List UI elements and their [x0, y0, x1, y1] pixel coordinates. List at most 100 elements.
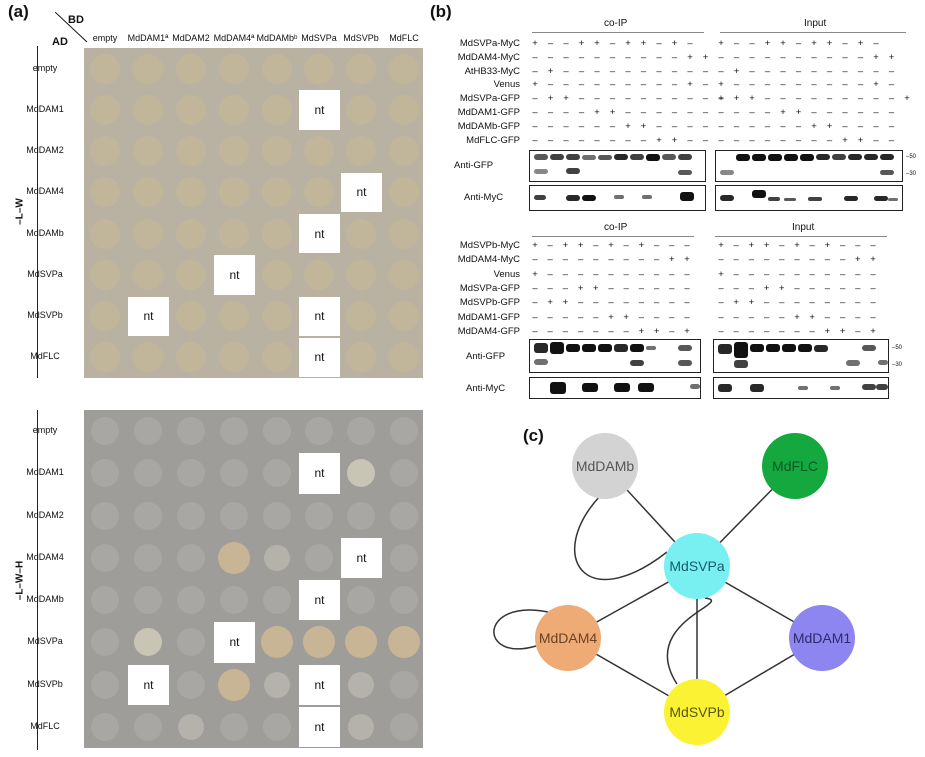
condition-sign: – — [547, 282, 553, 294]
blot-band — [680, 192, 694, 201]
condition-sign: + — [824, 325, 831, 337]
condition-sign: – — [562, 254, 569, 266]
condition-sign: + — [857, 134, 864, 146]
condition-sign: + — [811, 120, 817, 132]
condition-sign: + — [562, 240, 569, 251]
condition-sign: + — [593, 282, 599, 294]
yeast-colony — [220, 501, 248, 530]
blot-band — [614, 195, 624, 199]
yeast-colony — [390, 501, 418, 530]
condition-sign: – — [608, 282, 614, 294]
yeast-colony — [304, 259, 334, 290]
yeast-colony — [305, 417, 333, 446]
yeast-colony — [91, 586, 119, 615]
condition-sign: – — [748, 254, 755, 266]
blot-myc-input-top — [715, 185, 903, 211]
condition-sign: + — [671, 134, 678, 146]
condition-sign: – — [870, 268, 876, 280]
condition-sign: – — [625, 65, 631, 77]
condition-sign: – — [623, 297, 629, 309]
blot-band — [750, 384, 764, 392]
yeast-colony — [348, 671, 374, 698]
condition-sign: – — [577, 297, 584, 309]
anti-gfp-label-top: Anti-GFP — [454, 160, 494, 171]
blot-myc-coip-bot — [529, 377, 701, 399]
not-tested-cell: nt — [299, 453, 340, 494]
condition-sign: – — [640, 65, 647, 77]
panel-b-label: (b) — [430, 2, 452, 21]
yeast-colony — [390, 543, 418, 572]
western-row-label: MdDAM1-GFP — [457, 311, 520, 323]
yeast-colony — [133, 136, 163, 167]
condition-sign: – — [811, 79, 817, 91]
coip-header-bot: co-IP — [604, 222, 628, 233]
column-header: MdDAMbᵇ — [256, 33, 298, 43]
western-row-label: MdDAM4-GFP — [457, 325, 520, 337]
yeast-colony — [263, 586, 291, 615]
condition-sign: + — [608, 240, 614, 251]
yeast-colony — [304, 136, 334, 167]
condition-sign: – — [578, 79, 585, 91]
condition-sign: – — [671, 51, 678, 63]
condition-sign: – — [873, 120, 879, 132]
condition-sign: – — [609, 65, 616, 77]
blot-band — [720, 170, 734, 175]
row-header: MdSVPa — [27, 268, 63, 279]
condition-sign: – — [547, 134, 554, 146]
condition-sign: – — [594, 79, 600, 91]
condition-sign: – — [779, 268, 785, 280]
condition-sign: + — [888, 51, 895, 63]
condition-sign: – — [653, 268, 660, 280]
condition-sign: – — [577, 311, 584, 323]
condition-sign: + — [764, 38, 771, 49]
input-line-top — [720, 32, 906, 33]
condition-sign: – — [888, 120, 895, 132]
condition-sign: – — [857, 120, 864, 132]
condition-sign: + — [578, 38, 585, 49]
condition-sign: – — [687, 120, 693, 132]
blot-gfp-coip-bot — [529, 339, 701, 373]
blot-band — [864, 154, 878, 160]
condition-sign: + — [577, 282, 584, 294]
condition-sign: – — [656, 51, 662, 63]
condition-sign: – — [870, 297, 876, 309]
row-header: empty — [32, 62, 58, 73]
blot-band — [798, 386, 808, 390]
condition-sign: – — [684, 240, 690, 251]
condition-sign: – — [563, 65, 569, 77]
yeast-colony — [90, 301, 120, 332]
blot-band — [678, 154, 692, 160]
row-header: MdDAM4 — [26, 551, 64, 562]
yeast-colony — [346, 53, 376, 84]
condition-sign: – — [763, 254, 770, 266]
blot-myc-input-bot — [713, 377, 889, 399]
node-mddam4: MdDAM4 — [535, 605, 601, 671]
condition-sign: – — [578, 51, 585, 63]
condition-sign: – — [888, 79, 895, 91]
blot-band — [638, 383, 654, 392]
condition-sign: – — [780, 120, 786, 132]
blot-band — [768, 197, 780, 201]
yeast-colony — [390, 712, 418, 741]
condition-sign: – — [547, 254, 553, 266]
condition-sign: – — [669, 268, 675, 280]
yeast-colony — [347, 501, 375, 530]
condition-sign: – — [764, 120, 771, 132]
condition-sign: – — [733, 240, 739, 251]
condition-sign: – — [811, 134, 817, 146]
condition-sign: – — [594, 93, 600, 105]
node-mddamb: MdDAMb — [572, 433, 638, 499]
yeast-colony — [220, 459, 248, 488]
condition-sign: + — [842, 134, 848, 146]
blot-band — [646, 154, 660, 161]
yeast-colony — [390, 459, 418, 488]
western-row-label: MdSVPa-GFP — [459, 282, 520, 294]
condition-sign: + — [748, 240, 755, 251]
blot-band — [816, 154, 830, 160]
condition-sign: – — [809, 254, 815, 266]
blot-gfp-coip-top — [529, 150, 706, 182]
yeast-colony — [346, 94, 376, 125]
not-tested-cell: nt — [299, 214, 340, 254]
condition-sign: – — [842, 93, 848, 105]
condition-sign: + — [718, 268, 724, 280]
